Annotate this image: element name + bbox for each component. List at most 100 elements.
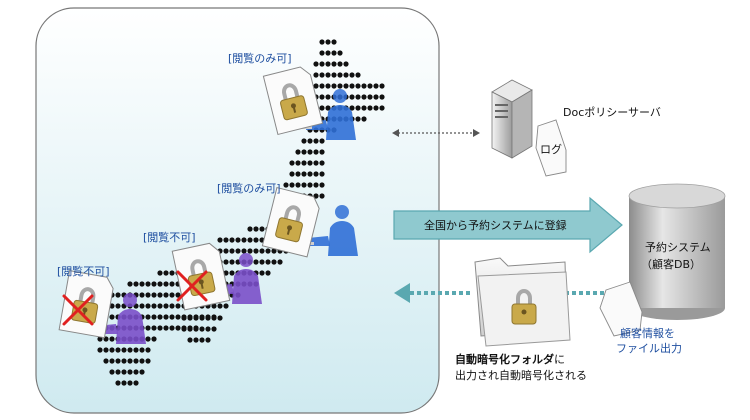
map-dot [319,171,325,177]
map-dot [187,326,193,332]
map-dot [223,259,229,265]
map-dot [169,314,175,320]
map-dot [181,326,187,332]
map-dot [259,270,265,276]
map-dot [325,61,331,67]
map-dot [337,72,343,78]
map-dot [97,347,103,353]
map-dot [235,237,241,243]
map-dot [337,61,343,67]
map-dot [217,315,223,321]
map-dot [331,50,337,56]
map-dot [175,303,181,309]
map-dot [253,237,259,243]
map-dot [199,315,205,321]
map-dot [313,138,319,144]
map-dot [319,138,325,144]
map-dot [163,314,169,320]
map-dot [139,303,145,309]
map-dot [181,315,187,321]
label-policy-server: Docポリシーサーバ [563,106,661,119]
map-dot [163,325,169,331]
map-dot [229,248,235,254]
map-dot [187,315,193,321]
locked-document-icon [261,186,320,258]
map-dot [157,325,163,331]
map-dot [325,50,331,56]
map-dot [307,138,313,144]
map-dot [127,281,133,287]
map-dot [139,281,145,287]
label-customer-db: （顧客DB） [641,258,702,271]
map-dot [145,314,151,320]
map-dot [139,369,145,375]
map-dot [319,149,325,155]
map-dot [253,226,259,232]
map-dot [139,358,145,364]
map-dot [205,337,211,343]
log-document-icon [535,119,567,177]
map-dot [319,39,325,45]
locked-document-icon [262,66,324,136]
map-dot [205,326,211,332]
map-dot [361,116,367,122]
map-dot [313,72,319,78]
map-dot [367,105,373,111]
map-dot [157,281,163,287]
map-dot [301,138,307,144]
map-dot [133,281,139,287]
map-dot [115,292,121,298]
label-no-view-kansai: [閲覧不可] [143,231,196,244]
map-dot [253,248,259,254]
map-dot [373,83,379,89]
map-dot [169,303,175,309]
map-dot [307,149,313,155]
map-dot [319,50,325,56]
label-view-only-kanto: [閲覧のみ可] [217,182,281,195]
map-dot [145,347,151,353]
map-dot [175,325,181,331]
map-dot [223,303,229,309]
map-dot [127,347,133,353]
map-dot [145,358,151,364]
map-dot [331,61,337,67]
map-dot [301,160,307,166]
map-dot [121,358,127,364]
map-dot [229,259,235,265]
map-dot [115,303,121,309]
map-dot [175,314,181,320]
map-dot [325,105,331,111]
map-dot [241,237,247,243]
map-dot [127,380,133,386]
map-dot [301,149,307,155]
map-dot [367,83,373,89]
map-dot [313,182,319,188]
database-icon [628,183,726,320]
map-dot [349,83,355,89]
map-dot [295,160,301,166]
map-dot [211,326,217,332]
map-dot [151,325,157,331]
map-dot [319,94,325,100]
label-auto-folder-line2: 出力され自動暗号化される [455,369,587,382]
map-dot [157,303,163,309]
map-dot [355,105,361,111]
map-dot [259,226,265,232]
map-dot [223,237,229,243]
map-dot [301,182,307,188]
map-dot [175,292,181,298]
map-dot [127,358,133,364]
map-dot [319,182,325,188]
map-dot [151,281,157,287]
map-dot [133,369,139,375]
map-dot [235,248,241,254]
map-dot [265,270,271,276]
map-dot [133,347,139,353]
label-log: ログ [540,143,562,156]
map-dot [319,83,325,89]
label-register-arrow: 全国から予約システムに登録 [424,219,567,232]
map-dot [229,237,235,243]
map-dot [319,160,325,166]
map-dot [157,270,163,276]
map-dot [199,337,205,343]
